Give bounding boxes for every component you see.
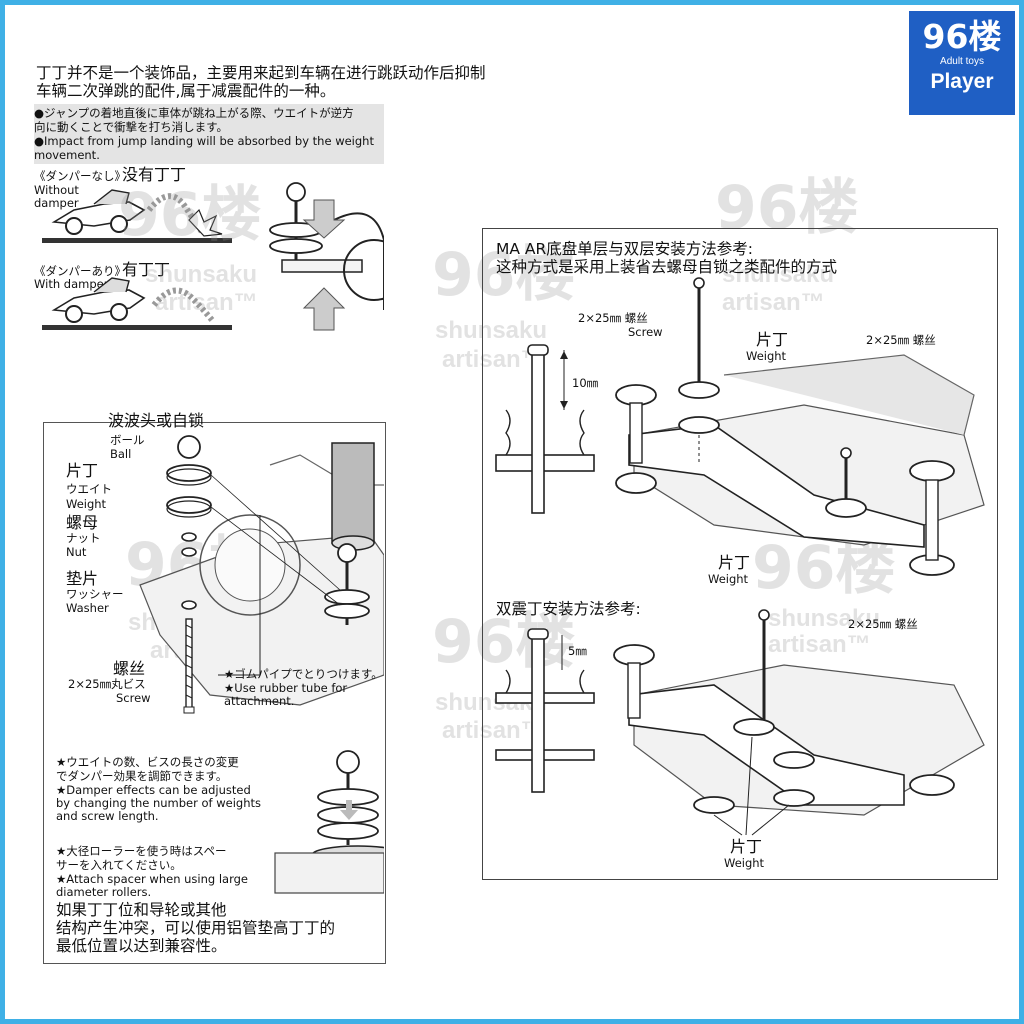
jump-illustration	[42, 182, 384, 331]
lower-weight-en: Weight	[708, 572, 749, 586]
watermark-96: 96楼	[432, 240, 576, 310]
intro-line-2: 车辆二次弹跳的配件,属于减震配件的一种。	[36, 82, 336, 100]
ball-label-en: Ball	[110, 447, 132, 461]
tip-line-3: 最低位置以达到兼容性。	[56, 937, 227, 955]
tip-line-2: 结构产生冲突，可以使用铝管垫高丁丁的	[56, 919, 336, 937]
jump-note-en-2: movement.	[34, 148, 100, 162]
top-weight-cn: 片丁	[756, 330, 789, 349]
with-damper-jp: 《ダンパーあり》	[34, 264, 126, 278]
lower-weight-cn: 片丁	[718, 553, 751, 572]
jump-note-jp-1: ●ジャンプの着地直後に車体が跳ね上がる際、ウエイトが逆方	[34, 106, 354, 120]
watermark-artisan: artisan™	[768, 631, 871, 658]
watermark-96: 96楼	[118, 180, 262, 250]
without-damper-en-2: damper	[34, 196, 79, 210]
rubber-tube-note-jp: ★ゴムパイプでとりつけます。	[224, 667, 383, 681]
top-screw-en: Screw	[628, 325, 663, 339]
adjust-note-en-2: by changing the number of weights	[56, 796, 262, 810]
top-length-label: 10㎜	[572, 376, 599, 390]
right-mounting-panel	[482, 228, 998, 880]
without-damper-jp: 《ダンパーなし》	[34, 169, 126, 183]
logo-number: 96楼	[922, 17, 1002, 56]
watermark-shunsaku: shunsaku	[722, 261, 835, 288]
washer-label-jp: ワッシャー	[66, 587, 124, 601]
watermark-artisan: artisan™	[722, 289, 825, 316]
with-damper-en: With damper	[34, 277, 109, 291]
watermark-96: 96楼	[752, 533, 896, 603]
damper-closeup-icon	[269, 182, 384, 310]
mounting-diagram	[495, 277, 985, 836]
left-parts-panel	[43, 422, 386, 964]
screw-label-cn: 螺丝	[113, 659, 146, 678]
rubber-tube-note-en-2: attachment.	[224, 694, 295, 708]
jump-note-bar: ●ジャンプの着地直後に車体が跳ね上がる際、ウエイトが逆方 向に動くことで衝撃を打…	[34, 104, 384, 164]
bottom-weight-cn: 片丁	[730, 837, 763, 856]
washer-label-en: Washer	[66, 601, 109, 615]
car-with-damper-icon	[51, 277, 146, 323]
mounting-title-1: MA AR底盘单层与双层安装方法参考:	[496, 240, 753, 258]
screw-label-jp: 2×25㎜丸ビス	[68, 677, 146, 691]
jump-note-en-1: ●Impact from jump landing will be absorb…	[34, 134, 374, 148]
jump-note-jp-2: 向に動くことで衝撃を打ち消します。	[34, 120, 229, 134]
logo-name: Player	[930, 70, 994, 93]
weight-label-cn: 片丁	[66, 461, 99, 480]
ball-label-jp: ボール	[110, 433, 145, 447]
bottom-screw-label: 2×25㎜ 螺丝	[848, 617, 918, 631]
adjust-note-en-1: ★Damper effects can be adjusted	[56, 783, 251, 797]
brand-logo: 96楼 Adult toys Player	[909, 11, 1015, 115]
single-layer-cross-section-icon	[495, 344, 595, 514]
watermark-shunsaku: shunsaku	[145, 261, 258, 288]
screw-label-en: Screw	[116, 691, 151, 705]
spacer-note-en-1: ★Attach spacer when using large	[56, 872, 249, 886]
nut-label-jp: ナット	[66, 531, 101, 545]
double-layer-cross-section-icon	[495, 628, 595, 793]
bottom-length-label: 5㎜	[568, 644, 587, 658]
right-screw-label: 2×25㎜ 螺丝	[866, 333, 936, 347]
without-damper-en-1: Without	[34, 183, 79, 197]
car-without-damper-icon	[51, 189, 146, 235]
weight-label-en: Weight	[66, 497, 107, 511]
spacer-note-jp-1: ★大径ローラーを使う時はスペー	[56, 844, 227, 858]
nut-label-cn: 螺母	[66, 513, 99, 532]
double-damper-title: 双震丁安装方法参考:	[496, 600, 641, 618]
top-screw-label: 2×25㎜ 螺丝	[578, 311, 648, 325]
mounting-title-2: 这种方式是采用上装省去螺母自锁之类配件的方式	[496, 258, 838, 276]
damper-parts-diagram	[139, 435, 384, 894]
without-damper-cn: 没有丁丁	[122, 165, 187, 184]
watermark-artisan: artisan™	[442, 717, 545, 744]
spacer-note-jp-2: サーを入れてください。	[56, 858, 182, 872]
watermark-shunsaku: shunsaku	[435, 317, 548, 344]
tip-line-1: 如果丁丁位和导轮或其他	[56, 901, 227, 919]
logo-tagline: Adult toys	[940, 56, 984, 67]
adjust-note-en-3: and screw length.	[56, 809, 159, 823]
nut-label-en: Nut	[66, 545, 87, 559]
watermark-shunsaku: shunsaku	[768, 605, 881, 632]
intro-line-1: 丁丁并不是一个装饰品，主要用来起到车辆在进行跳跃动作后抑制	[36, 64, 486, 82]
watermark-artisan: artisan™	[155, 289, 258, 316]
ball-label-cn: 波波头或自锁	[108, 411, 205, 430]
spacer-note-en-2: diameter rollers.	[56, 885, 152, 899]
rubber-tube-note-en-1: ★Use rubber tube for	[224, 681, 348, 695]
watermark-96: 96楼	[432, 607, 576, 677]
weight-label-jp: ウエイト	[66, 482, 112, 496]
with-damper-cn: 有丁丁	[122, 260, 171, 279]
bottom-weight-en: Weight	[724, 856, 765, 870]
adjust-note-jp-1: ★ウエイトの数、ビスの長さの変更	[56, 755, 239, 769]
top-weight-en: Weight	[746, 349, 787, 363]
washer-label-cn: 垫片	[66, 569, 99, 588]
adjust-note-jp-2: でダンパー効果を調節できます。	[56, 769, 228, 783]
